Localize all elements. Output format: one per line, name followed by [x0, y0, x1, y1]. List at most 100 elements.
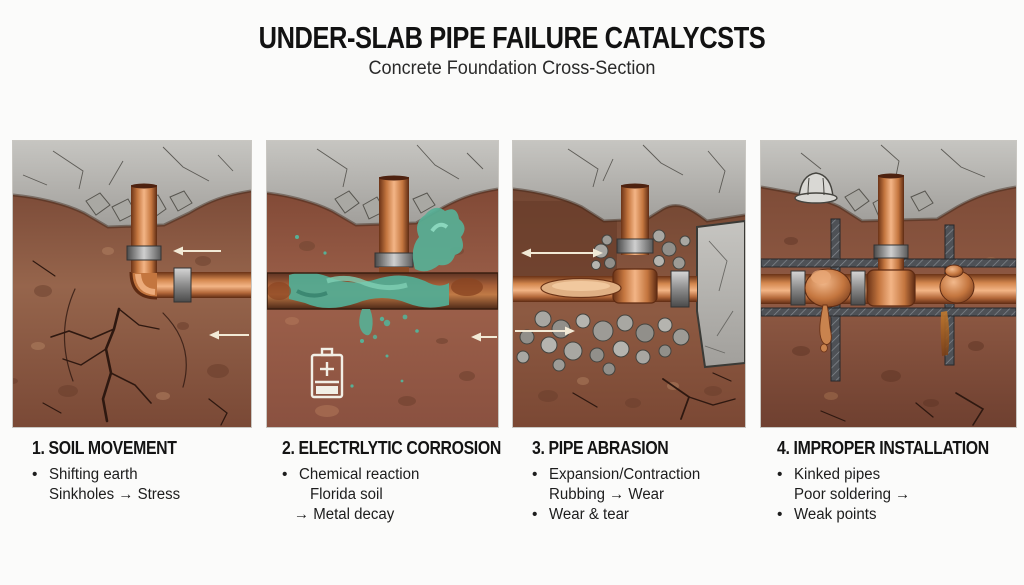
- caption-text: Shifting earth: [49, 466, 138, 483]
- arrow-left-icon: [173, 246, 221, 256]
- rust-patch: [451, 278, 483, 296]
- corrosion-splash: [359, 207, 465, 340]
- bullet: •: [532, 466, 538, 483]
- concrete-slab: [513, 141, 745, 221]
- pipe-abrasion-illustration: [513, 141, 745, 427]
- caption-line: • Weak points: [777, 505, 1017, 525]
- pipe-coupling: [850, 270, 866, 306]
- caption-text: Florida soil: [310, 486, 383, 503]
- worn-spot: [540, 277, 622, 299]
- panel-improper-installation: [760, 140, 1017, 428]
- caption-line: Sinkholes → Stress: [32, 485, 252, 505]
- electrolytic-corrosion-illustration: [267, 141, 498, 427]
- slab-cracks: [316, 144, 484, 188]
- arrow-right-icon: [515, 326, 575, 336]
- caption-electrolytic-corrosion: 2. ELECTRLYTIC CORROSION • Chemical reac…: [266, 438, 501, 525]
- bullet: [777, 485, 794, 505]
- pipe-coupling: [670, 270, 690, 308]
- solder-joint: [804, 268, 852, 353]
- copper-pipe-vertical: [878, 175, 904, 274]
- pipe-coupling: [873, 244, 909, 259]
- solder-droplet: [820, 343, 828, 353]
- bullet: •: [32, 466, 38, 483]
- copper-pipe-horizontal: [151, 272, 251, 298]
- pipe-coupling: [374, 252, 414, 268]
- caption-line: Rubbing → Wear: [532, 485, 746, 505]
- pipe-joint: [379, 267, 409, 275]
- caption-line: → Metal decay: [282, 505, 499, 525]
- improper-installation-illustration: [761, 141, 1016, 427]
- pipe-top-cap: [131, 183, 157, 189]
- soil-cracks: [572, 372, 736, 420]
- soil-texture: [13, 247, 229, 400]
- pipe-tee-fitting: [866, 269, 916, 307]
- bullet: [282, 485, 310, 505]
- panel-electrolytic-corrosion: [266, 140, 499, 428]
- caption-text: Wear & tear: [549, 506, 629, 523]
- bullet: [532, 485, 549, 505]
- panel-soil-movement: [12, 140, 252, 428]
- caption-soil-movement: 1. SOIL MOVEMENT • Shifting earth Sinkho…: [12, 438, 252, 505]
- patina-specks: [295, 235, 419, 388]
- gravel: [516, 229, 691, 376]
- caption-heading: 2. ELECTRLYTIC CORROSION: [282, 438, 501, 458]
- corroded-pipe: [267, 272, 498, 310]
- caption-line: • Shifting earth: [32, 465, 252, 485]
- caption-text: Poor soldering →: [794, 486, 911, 503]
- slab-cracks: [567, 144, 726, 194]
- soil-cracks: [32, 260, 228, 426]
- bullet: [32, 485, 49, 505]
- concrete-block: [696, 219, 745, 369]
- arrow-left-icon: [471, 332, 497, 342]
- battery-icon: [310, 347, 344, 399]
- pipe-top-cap: [621, 183, 649, 189]
- pipe-top-cap: [878, 173, 904, 179]
- concrete-block-cracks: [704, 240, 734, 354]
- soil-movement-illustration: [13, 141, 251, 427]
- bullet: •: [282, 466, 288, 483]
- caption-line: • Kinked pipes: [777, 465, 1017, 485]
- caption-heading: 4. IMPROPER INSTALLATION: [777, 438, 989, 458]
- arrow-double-icon: [521, 248, 603, 258]
- pipe-coupling: [790, 270, 806, 306]
- caption-text: Rubbing → Wear: [549, 486, 665, 503]
- caption-improper-installation: 4. IMPROPER INSTALLATION • Kinked pipes …: [760, 438, 1017, 525]
- rust-patch: [267, 282, 291, 300]
- slab-shadow: [761, 185, 1016, 223]
- caption-text: Sinkholes → Stress: [49, 486, 181, 503]
- bullet: •: [532, 506, 538, 523]
- caption-text: Weak points: [794, 506, 877, 523]
- pipe-coupling: [173, 267, 192, 303]
- soil-cracks: [820, 392, 985, 426]
- solder-blob: [944, 264, 964, 278]
- arrow-left-icon: [209, 330, 249, 340]
- caption-text: Chemical reaction: [299, 466, 420, 483]
- bullet: •: [777, 506, 783, 523]
- hard-hat-icon: [794, 172, 838, 204]
- bullet: [282, 505, 294, 525]
- pipe-top-cap: [379, 175, 409, 181]
- caption-line: • Expansion/Contraction: [532, 465, 746, 485]
- caption-line: • Chemical reaction: [282, 465, 499, 485]
- caption-heading: 1. SOIL MOVEMENT: [32, 438, 177, 458]
- pipe-coupling: [126, 245, 162, 261]
- page-subtitle: Concrete Foundation Cross-Section: [368, 58, 656, 79]
- caption-heading: 3. PIPE ABRASION: [532, 438, 669, 458]
- rust-streak: [940, 311, 950, 356]
- pipe-coupling: [616, 238, 654, 254]
- solder-drip: [819, 304, 832, 345]
- caption-line: Florida soil: [282, 485, 499, 505]
- page-title: UNDER-SLAB PIPE FAILURE CATALYCSTS: [258, 20, 766, 55]
- caption-line: Poor soldering →: [777, 485, 1017, 505]
- caption-text: Kinked pipes: [794, 466, 881, 483]
- rebar-horizontal: [761, 307, 1016, 317]
- caption-text: Expansion/Contraction: [549, 466, 701, 483]
- slab-cracks: [22, 146, 234, 190]
- pipe-assembly: [126, 183, 251, 303]
- bullet: •: [777, 466, 783, 483]
- patina-drip: [359, 309, 373, 336]
- caption-line: • Wear & tear: [532, 505, 746, 525]
- header: UNDER-SLAB PIPE FAILURE CATALYCSTS Concr…: [0, 0, 1024, 80]
- concrete-slab: [13, 141, 251, 227]
